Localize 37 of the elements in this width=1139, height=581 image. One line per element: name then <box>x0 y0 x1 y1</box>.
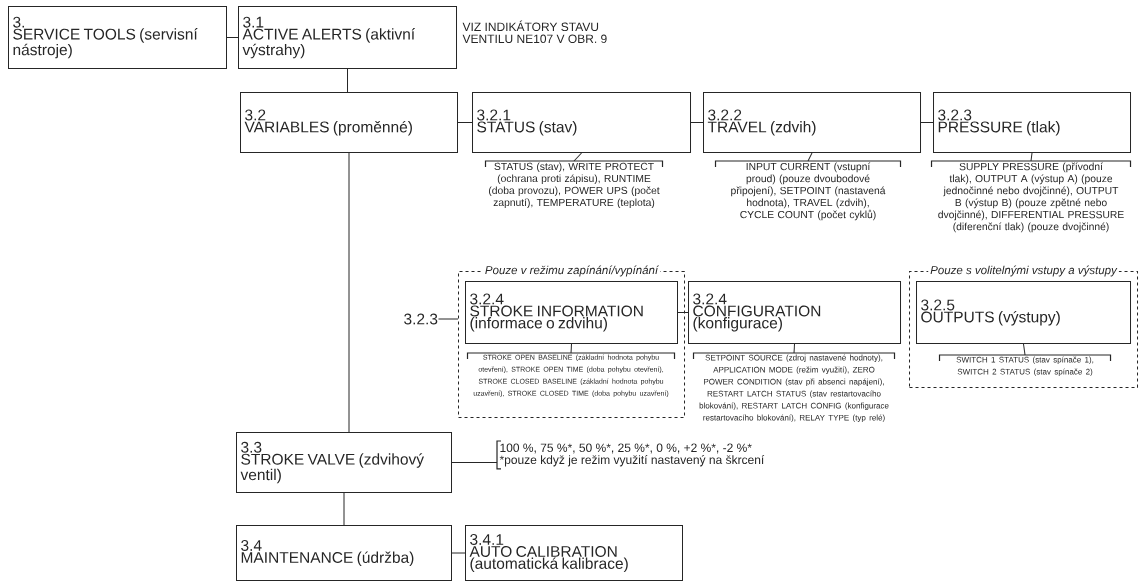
connector-line <box>226 37 239 38</box>
bracketed-list: STATUS (stav), WRITE PROTECT (ochrana proti zápisu), RUNTIME (doba provozu), POWER UPS (počet zapnutí), TEMPERATURE (teplota) <box>484 160 664 209</box>
menu-box: 3.2.4 STROKE INFORMATION (informace o zdvihu) <box>465 281 678 344</box>
bracketed-list: 100 %, 75 %*, 50 %*, 25 %*, 0 %, +2 %*, -2 %* *pouze když je režim využití nastavený na škrcení <box>496 440 765 470</box>
menu-box: 3. SERVICE TOOLS (servisní nástroje) <box>8 6 227 69</box>
connector-line <box>457 122 473 123</box>
menu-box: 3.4.1 AUTO CALIBRATION (automatická kalibrace) <box>465 525 683 581</box>
connector-line <box>920 122 934 123</box>
connector-line <box>451 462 498 463</box>
connector-line <box>451 552 466 554</box>
connector-line <box>347 68 348 93</box>
bracketed-list: SWITCH 1 STATUS (stav spínače 1), SWITCH 2 STATUS (stav spínače 2) <box>938 354 1112 377</box>
connector-line <box>438 318 459 320</box>
note-text: VIZ INDIKÁTORY STAVU VENTILU NE107 V OBR. 9 <box>462 20 607 43</box>
connector-line <box>807 152 813 162</box>
menu-box: 3.2 VARIABLES (proměnné) <box>240 92 458 153</box>
menu-box: 3.2.4 CONFIGURATION (konfigurace) <box>688 281 901 344</box>
menu-box: 3.2.2 TRAVEL (zdvih) <box>703 92 921 153</box>
connector-line <box>1030 152 1033 162</box>
connector-line <box>690 122 704 123</box>
connector-line <box>573 152 582 162</box>
bracketed-list: INPUT CURRENT (vstupní proud) (pouze dvoubodové připojení), SETPOINT (nastavená hodnota), TRAVEL (zdvih), CYCLE COUNT (počet cyklů) <box>714 160 902 221</box>
connector-line <box>348 152 350 433</box>
menu-box: 3.4 MAINTENANCE (údržba) <box>236 525 452 581</box>
connector-line <box>793 343 795 354</box>
section-number: 3.2.3 <box>404 313 438 325</box>
menu-box: 3.1 ACTIVE ALERTS (aktivní výstrahy) <box>238 6 457 69</box>
menu-box: 3.2.1 STATUS (stav) <box>472 92 691 153</box>
bracketed-list: SETPOINT SOURCE (zdroj nastavené hodnoty), APPLICATION MODE (režim využití), ZERO POWER CONDITION (stav při absenci napájení), RESTART LATCH STATUS (stav restartovacího blokování), RESTART LATCH CONFIG (konfigurace restartovacího blokování), RELAY TYPE (typ relé) <box>692 352 896 423</box>
menu-box: 3.2.3 PRESSURE (tlak) <box>933 92 1131 153</box>
menu-box: 3.3 STROKE VALVE (zdvihový ventil) <box>236 432 452 493</box>
bracketed-list: SUPPLY PRESSURE (přívodní tlak), OUTPUT A (výstup A) (pouze jednočinné nebo dvojčinné), OUTPUT B (výstup B) (pouze zpětné nebo dvojčinné), DIFFERENTIAL PRESSURE (diferenční tlak) (pouze dvojčinné) <box>930 160 1132 233</box>
connector-line <box>570 343 572 354</box>
connector-line <box>1023 343 1026 356</box>
connector-line <box>677 312 689 313</box>
menu-box: 3.2.5 OUTPUTS (výstupy) <box>916 281 1131 344</box>
connector-line <box>343 492 345 526</box>
